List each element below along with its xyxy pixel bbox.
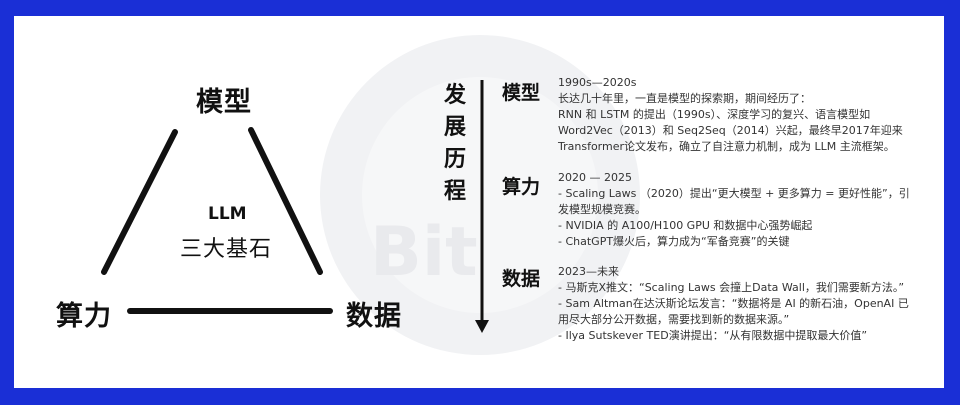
section-line: 用尽大部分公开数据，需要找到新的数据来源。” — [558, 313, 790, 326]
section-line: - NVIDIA 的 A100/H100 GPU 和数据中心强势崛起 — [558, 219, 813, 232]
section-line: - Ilya Sutskever TED演讲提出：“从有限数据中提取最大价值” — [558, 329, 868, 342]
section-line: 2020 — 2025 — [558, 171, 632, 184]
timeline-heading-char: 发 — [443, 83, 466, 108]
corner-label-compute: 算力 — [56, 301, 112, 332]
corner-label-model: 模型 — [196, 87, 252, 118]
bitget-watermark-logo: Bit — [320, 35, 640, 355]
timeline-heading: 发 展 历 程 — [440, 80, 470, 208]
section-body-model: 1990s—2020s 长达几十年里，一直是模型的探索期，期间经历了： RNN … — [558, 75, 928, 155]
section-line: RNN 和 LSTM 的提出（1990s）、深度学习的复兴、语言模型如 — [558, 108, 871, 121]
timeline-heading-char: 历 — [443, 147, 466, 172]
section-title-data: 数据 — [502, 268, 541, 290]
section-body-data: 2023—未来 - 马斯克X推文：“Scaling Laws 会撞上Data W… — [558, 264, 928, 344]
section-line: - 马斯克X推文：“Scaling Laws 会撞上Data Wall，我们需要… — [558, 281, 905, 294]
section-title-model: 模型 — [502, 82, 541, 104]
center-title-llm: LLM — [208, 204, 247, 224]
section-line: 长达几十年里，一直是模型的探索期，期间经历了： — [558, 92, 811, 105]
section-line: 发模型规模竞赛。 — [558, 203, 646, 216]
corner-label-data: 数据 — [346, 301, 402, 332]
timeline-arrow-head — [475, 320, 489, 333]
section-line: 1990s—2020s — [558, 76, 637, 89]
timeline-heading-char: 展 — [443, 115, 466, 140]
section-body-compute: 2020 — 2025 - Scaling Laws （2020）提出“更大模型… — [558, 170, 928, 250]
watermark-text: Bit — [370, 213, 478, 292]
section-line: - ChatGPT爆火后，算力成为“军备竞赛”的关键 — [558, 235, 790, 248]
center-subtitle: 三大基石 — [180, 237, 273, 262]
triangle-right-edge — [248, 127, 323, 275]
triangle-left-edge — [101, 129, 178, 275]
section-line: 2023—未来 — [558, 265, 619, 278]
section-line: Word2Vec（2013）和 Seq2Seq（2014）兴起，最终早2017年… — [558, 124, 903, 137]
timeline-heading-char: 程 — [443, 179, 466, 204]
section-line: - Sam Altman在达沃斯论坛发言：“数据将是 AI 的新石油，OpenA… — [558, 297, 909, 310]
section-line: - Scaling Laws （2020）提出“更大模型 + 更多算力 = 更好… — [558, 187, 910, 200]
section-title-compute: 算力 — [502, 176, 541, 198]
section-line: Transformer论文发布，确立了自注意力机制，成为 LLM 主流框架。 — [558, 140, 895, 153]
